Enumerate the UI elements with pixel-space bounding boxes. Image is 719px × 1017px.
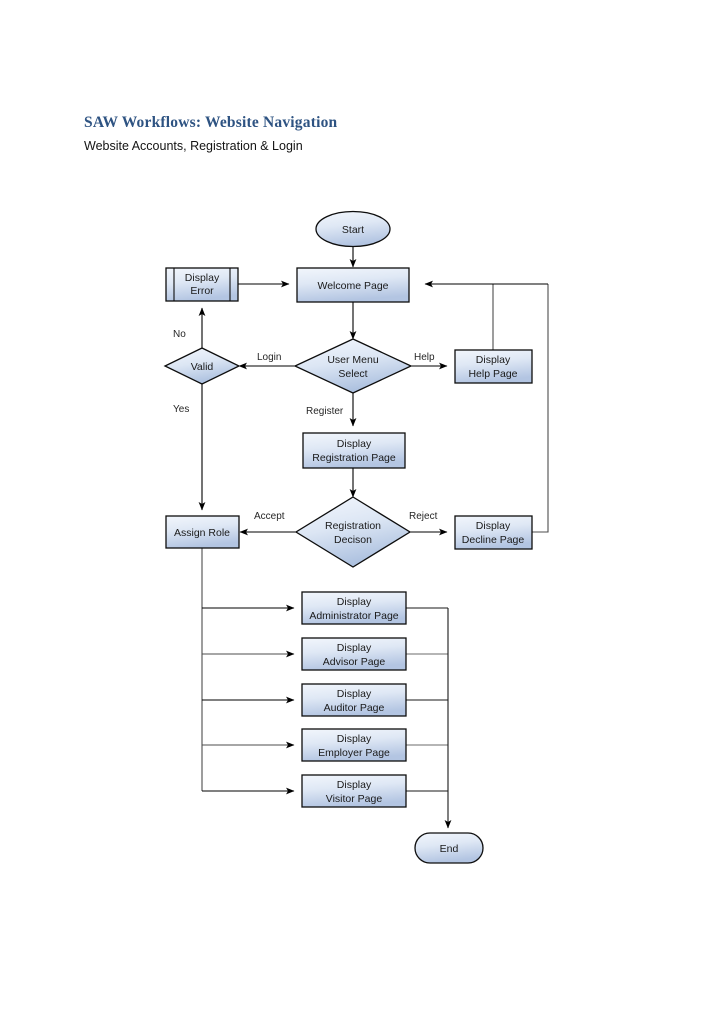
node-valid-decision[interactable]: Valid — [163, 347, 241, 385]
node-display-error[interactable]: Display Error — [165, 267, 239, 302]
display-registration-page-shape — [302, 432, 406, 469]
edge-declinepage-return-to-welcome — [532, 284, 549, 533]
registration-decision-label-line1: Registration — [325, 520, 381, 532]
node-display-employer-page[interactable]: Display Employer Page — [301, 728, 407, 762]
edge-label-register: Register — [306, 406, 344, 417]
display-visitor-page-shape — [301, 774, 407, 808]
node-display-decline-page[interactable]: Display Decline Page — [454, 515, 533, 550]
display-advisor-page-label-line2: Advisor Page — [323, 656, 386, 668]
display-auditor-page-label-line1: Display — [337, 688, 372, 700]
edge-label-layer: No Yes Login Help Register Accept Reject — [173, 329, 438, 522]
node-display-administrator-page[interactable]: Display Administrator Page — [301, 591, 407, 625]
display-administrator-page-label-line2: Administrator Page — [309, 610, 398, 622]
display-employer-page-label-line2: Employer Page — [318, 747, 390, 759]
display-administrator-page-label-line1: Display — [337, 596, 372, 608]
display-help-page-label-line1: Display — [476, 354, 511, 366]
display-decline-page-label-line2: Decline Page — [462, 534, 525, 546]
connector-layer — [198, 247, 549, 829]
node-user-menu-select[interactable]: User Menu Select — [293, 338, 413, 394]
display-error-shape — [165, 267, 239, 302]
edge-label-no: No — [173, 329, 186, 340]
display-auditor-page-shape — [301, 683, 407, 717]
display-advisor-page-shape — [301, 637, 407, 671]
edge-label-accept: Accept — [254, 511, 285, 522]
node-assign-role[interactable]: Assign Role — [165, 515, 240, 549]
node-start[interactable]: Start — [315, 210, 391, 248]
registration-decision-shape — [294, 496, 412, 568]
node-welcome-page[interactable]: Welcome Page — [296, 267, 410, 303]
display-decline-page-shape — [454, 515, 533, 550]
user-menu-select-label-line1: User Menu — [327, 354, 379, 366]
page-title: SAW Workflows: Website Navigation — [84, 114, 338, 131]
end-shape — [414, 832, 484, 864]
display-visitor-page-label-line2: Visitor Page — [326, 793, 383, 805]
edge-label-yes: Yes — [173, 404, 189, 415]
display-error-label-line2: Error — [190, 285, 214, 297]
display-employer-page-shape — [301, 728, 407, 762]
welcome-page-shape — [296, 267, 410, 303]
display-administrator-page-shape — [301, 591, 407, 625]
node-display-help-page[interactable]: Display Help Page — [454, 349, 533, 384]
display-auditor-page-label-line2: Auditor Page — [324, 702, 385, 714]
display-visitor-page-label-line1: Display — [337, 779, 372, 791]
edge-label-help: Help — [414, 352, 435, 363]
user-menu-select-shape — [293, 338, 413, 394]
node-display-auditor-page[interactable]: Display Auditor Page — [301, 683, 407, 717]
display-registration-page-label-line2: Registration Page — [312, 452, 396, 464]
valid-decision-shape — [163, 347, 241, 385]
edge-label-reject: Reject — [409, 511, 438, 522]
display-registration-page-label-line1: Display — [337, 438, 372, 450]
start-shape — [315, 210, 391, 248]
user-menu-select-label-line2: Select — [338, 368, 367, 380]
valid-decision-label: Valid — [191, 361, 214, 373]
display-error-label-line1: Display — [185, 272, 220, 284]
node-registration-decision[interactable]: Registration Decison — [294, 496, 412, 568]
display-employer-page-label-line1: Display — [337, 733, 372, 745]
registration-decision-label-line2: Decison — [334, 534, 372, 546]
node-display-visitor-page[interactable]: Display Visitor Page — [301, 774, 407, 808]
start-label: Start — [342, 224, 364, 236]
edge-label-login: Login — [257, 352, 281, 363]
display-help-page-label-line2: Help Page — [468, 368, 517, 380]
assign-role-shape — [165, 515, 240, 549]
display-help-page-shape — [454, 349, 533, 384]
node-end[interactable]: End — [414, 832, 484, 864]
welcome-page-label: Welcome Page — [317, 280, 388, 292]
assign-role-label: Assign Role — [174, 527, 230, 539]
node-display-advisor-page[interactable]: Display Advisor Page — [301, 637, 407, 671]
page-subtitle: Website Accounts, Registration & Login — [84, 139, 303, 153]
display-decline-page-label-line1: Display — [476, 520, 511, 532]
display-advisor-page-label-line1: Display — [337, 642, 372, 654]
node-display-registration-page[interactable]: Display Registration Page — [302, 432, 406, 469]
end-label: End — [440, 843, 459, 855]
